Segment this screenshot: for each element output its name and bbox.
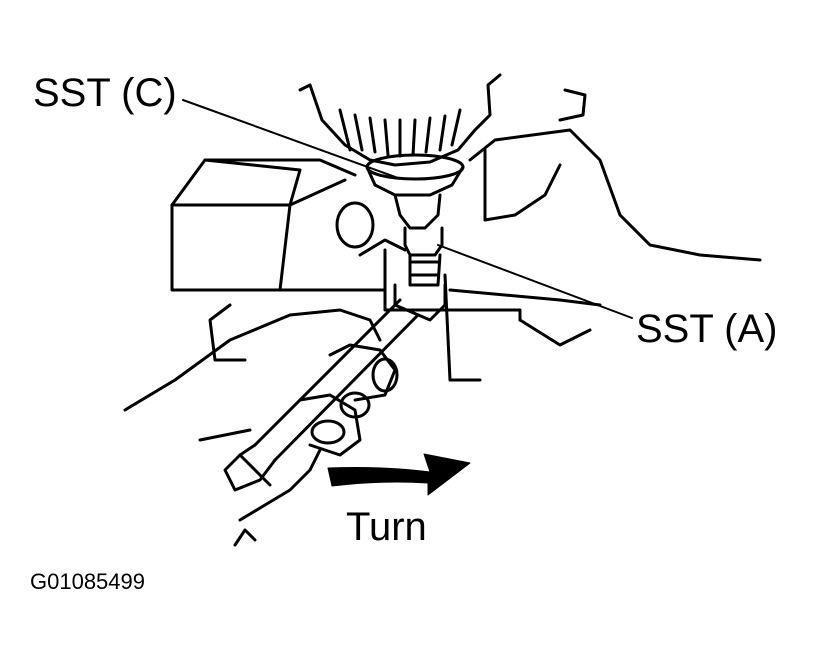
leader-lines [182, 99, 633, 319]
leader-sst-a [437, 244, 633, 319]
housing-block [170, 128, 762, 382]
driver-body [298, 73, 587, 230]
figure-code: G01085499 [30, 569, 145, 594]
turn-arrow-icon [327, 453, 471, 496]
callout-sst-a: SST (A) [636, 307, 778, 351]
wrench-handle [223, 298, 420, 492]
leader-sst-c [182, 99, 399, 179]
socket-adapter [393, 226, 447, 322]
turn-label: Turn [346, 505, 427, 549]
callout-sst-c: SST (C) [33, 71, 177, 115]
hands [123, 201, 407, 547]
